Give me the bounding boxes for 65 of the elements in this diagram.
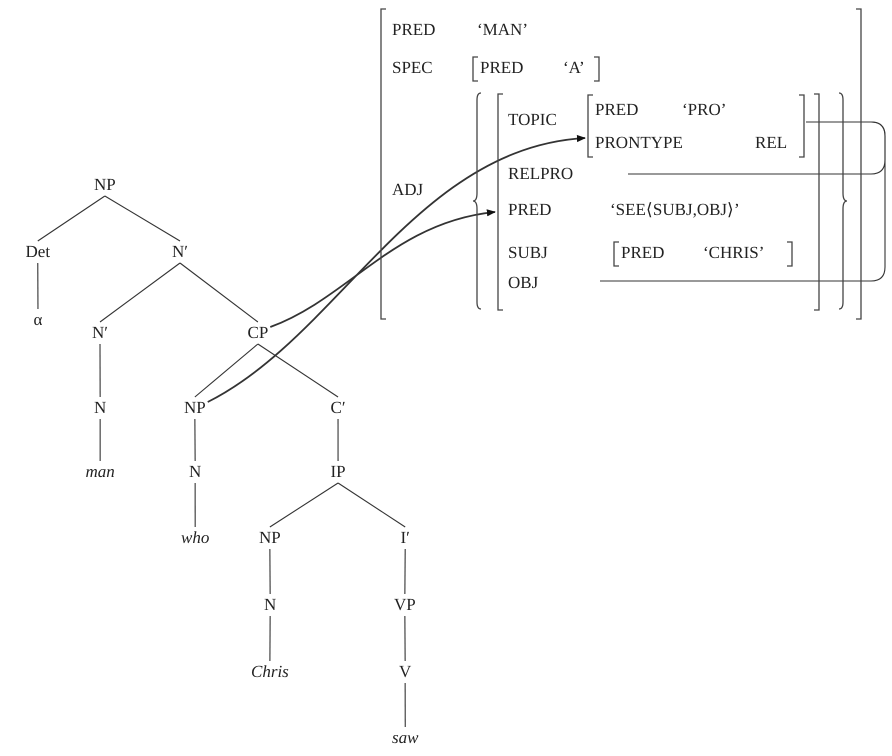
category-label: NP xyxy=(94,175,116,195)
tree-branch xyxy=(37,196,106,242)
feature-value: ‘MAN’ xyxy=(477,20,528,40)
category-label: N xyxy=(264,595,276,615)
feature-name: PRED xyxy=(595,100,638,120)
tree-branch xyxy=(338,482,406,528)
tree-branch xyxy=(37,263,38,309)
category-label: C′ xyxy=(330,398,346,418)
tree-branch xyxy=(404,549,406,594)
category-label: CP xyxy=(248,323,268,343)
tree-branch xyxy=(337,419,339,461)
structure-sharing-line xyxy=(600,121,886,282)
feature-name: PRED xyxy=(392,20,436,40)
word-label: saw xyxy=(392,728,418,748)
tree-branch xyxy=(194,344,258,398)
tree-branch xyxy=(194,483,196,527)
category-label: V xyxy=(399,662,412,682)
attribute-value-matrix xyxy=(472,56,600,82)
category-label: N′ xyxy=(172,242,188,262)
category-label: Det xyxy=(26,242,50,262)
tree-branch xyxy=(180,262,258,322)
feature-name: ADJ xyxy=(392,180,424,200)
category-label: NP xyxy=(259,528,281,548)
attribute-value-matrix xyxy=(380,8,862,320)
category-label: N xyxy=(94,398,106,418)
feature-name: OBJ xyxy=(508,273,538,293)
arrow xyxy=(207,136,586,403)
category-label: N′ xyxy=(92,323,108,343)
tree-branch xyxy=(269,549,271,594)
feature-name: SPEC xyxy=(392,58,433,78)
arrow xyxy=(270,210,496,328)
category-label: I′ xyxy=(400,528,410,548)
tree-branch xyxy=(100,262,180,322)
attribute-value-matrix xyxy=(587,94,805,158)
feature-value: ‘SEE⟨SUBJ,OBJ⟩’ xyxy=(610,200,740,220)
feature-name: TOPIC xyxy=(508,110,557,130)
tree-branch xyxy=(104,196,180,242)
attribute-value-matrix xyxy=(497,93,820,311)
feature-name: PRED xyxy=(508,200,552,220)
tree-branch xyxy=(269,616,271,661)
feature-name: RELPRO xyxy=(508,164,574,184)
tree-branch xyxy=(194,419,196,461)
feature-name: SUBJ xyxy=(508,243,548,263)
category-label: NP xyxy=(184,398,206,418)
word-label: man xyxy=(86,462,115,482)
feature-value: ‘CHRIS’ xyxy=(703,243,764,263)
tree-branch xyxy=(270,482,338,528)
feature-value: ‘A’ xyxy=(563,58,585,78)
tree-branch xyxy=(404,683,406,727)
feature-name: PRED xyxy=(621,243,664,263)
feature-name: PRONTYPE xyxy=(595,133,683,153)
category-label: IP xyxy=(330,462,346,482)
tree-branch xyxy=(100,419,101,461)
word-label: Chris xyxy=(251,662,289,682)
feature-name: PRED xyxy=(480,58,524,78)
category-label: α xyxy=(34,310,42,330)
tree-branch xyxy=(404,616,406,661)
feature-value: REL xyxy=(755,133,788,153)
category-label: N xyxy=(189,462,202,482)
attribute-value-matrix xyxy=(613,241,793,267)
tree-branch xyxy=(258,344,338,398)
word-label: who xyxy=(181,528,210,548)
feature-value: ‘PRO’ xyxy=(682,100,726,120)
tree-branch xyxy=(99,344,101,397)
category-label: VP xyxy=(394,595,416,615)
